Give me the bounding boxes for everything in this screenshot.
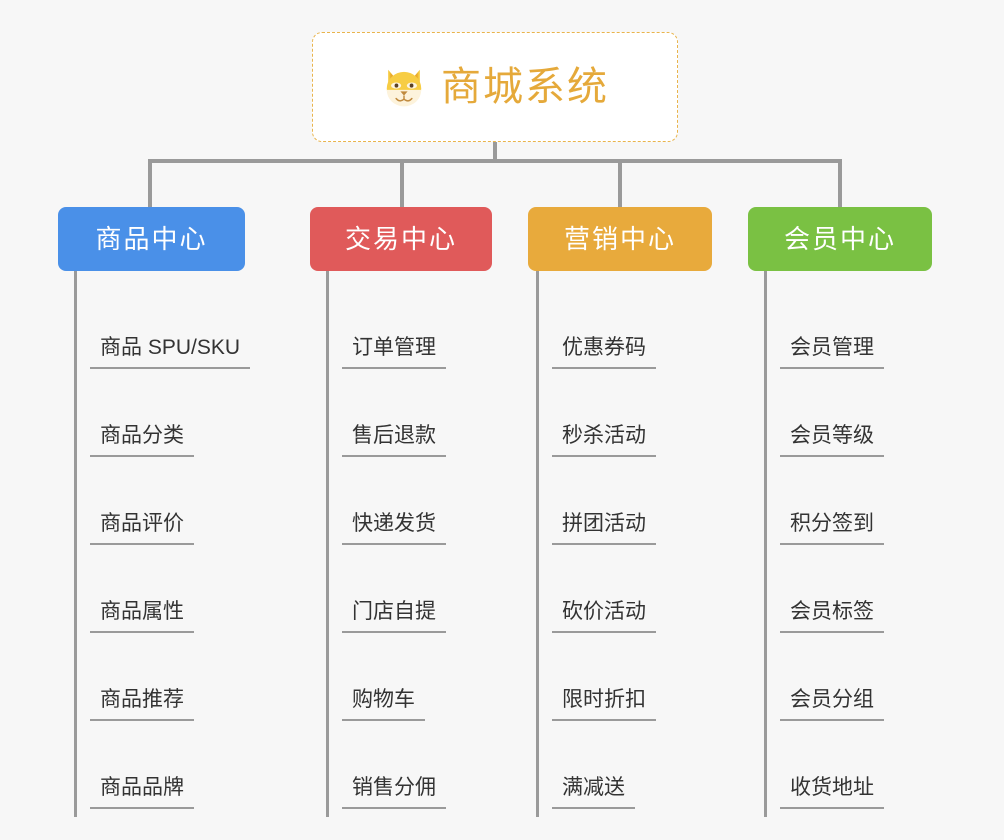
list-item-label: 售后退款 (342, 423, 446, 457)
list-item-label: 积分签到 (780, 511, 884, 545)
list-item-label: 优惠券码 (552, 335, 656, 369)
branch-header-2[interactable]: 交易中心 (310, 207, 492, 271)
list-item[interactable]: 秒杀活动 (528, 377, 748, 465)
list-item-label: 会员管理 (780, 335, 884, 369)
list-item[interactable]: 商品品牌 (58, 729, 318, 817)
branch-items-2: 订单管理 售后退款 快递发货 门店自提 购物车 销售分佣 (310, 271, 535, 817)
list-item-label: 门店自提 (342, 599, 446, 633)
list-item[interactable]: 销售分佣 (310, 729, 535, 817)
branch-header-4[interactable]: 会员中心 (748, 207, 932, 271)
list-item-label: 销售分佣 (342, 775, 446, 809)
root-node[interactable]: 商城系统 (312, 32, 678, 142)
connector-drop-4 (838, 159, 842, 207)
list-item[interactable]: 会员分组 (748, 641, 978, 729)
list-item[interactable]: 快递发货 (310, 465, 535, 553)
connector-root-stem (493, 142, 497, 162)
branch-header-3[interactable]: 营销中心 (528, 207, 712, 271)
list-item-label: 收货地址 (780, 775, 884, 809)
list-item[interactable]: 满减送 (528, 729, 748, 817)
branch-header-label: 营销中心 (563, 224, 676, 254)
branch-items-1: 商品 SPU/SKU 商品分类 商品评价 商品属性 商品推荐 商品品牌 (58, 271, 318, 817)
list-item-label: 商品评价 (90, 511, 194, 545)
connector-spine-3 (536, 271, 539, 817)
list-item[interactable]: 商品评价 (58, 465, 318, 553)
list-item-label: 秒杀活动 (552, 423, 656, 457)
connector-spine-4 (764, 271, 767, 817)
branch-header-label: 交易中心 (344, 224, 457, 254)
branch-header-label: 商品中心 (95, 224, 208, 254)
connector-horizontal-bus (148, 159, 842, 163)
list-item[interactable]: 门店自提 (310, 553, 535, 641)
list-item[interactable]: 优惠券码 (528, 289, 748, 377)
connector-drop-3 (618, 159, 622, 207)
list-item[interactable]: 订单管理 (310, 289, 535, 377)
list-item[interactable]: 拼团活动 (528, 465, 748, 553)
branch-column-2: 交易中心 订单管理 售后退款 快递发货 门店自提 购物车 销售分佣 (310, 207, 535, 817)
list-item[interactable]: 砍价活动 (528, 553, 748, 641)
branch-header-1[interactable]: 商品中心 (58, 207, 245, 271)
list-item-label: 商品品牌 (90, 775, 194, 809)
list-item-label: 快递发货 (342, 511, 446, 545)
list-item[interactable]: 会员管理 (748, 289, 978, 377)
list-item-label: 拼团活动 (552, 511, 656, 545)
list-item[interactable]: 商品分类 (58, 377, 318, 465)
list-item-label: 商品属性 (90, 599, 194, 633)
list-item-label: 商品推荐 (90, 687, 194, 721)
list-item-label: 商品分类 (90, 423, 194, 457)
list-item-label: 订单管理 (342, 335, 446, 369)
list-item[interactable]: 积分签到 (748, 465, 978, 553)
branch-header-label: 会员中心 (783, 224, 896, 254)
connector-spine-1 (74, 271, 77, 817)
list-item-label: 会员等级 (780, 423, 884, 457)
list-item-label: 购物车 (342, 687, 425, 721)
connector-spine-2 (326, 271, 329, 817)
root-title: 商城系统 (441, 65, 609, 109)
list-item-label: 商品 SPU/SKU (90, 335, 251, 369)
list-item[interactable]: 收货地址 (748, 729, 978, 817)
branch-items-3: 优惠券码 秒杀活动 拼团活动 砍价活动 限时折扣 满减送 (528, 271, 748, 817)
branch-column-3: 营销中心 优惠券码 秒杀活动 拼团活动 砍价活动 限时折扣 满减送 (528, 207, 748, 817)
list-item[interactable]: 会员等级 (748, 377, 978, 465)
list-item-label: 会员标签 (780, 599, 884, 633)
list-item-label: 满减送 (552, 775, 635, 809)
list-item-label: 会员分组 (780, 687, 884, 721)
list-item[interactable]: 会员标签 (748, 553, 978, 641)
list-item[interactable]: 商品属性 (58, 553, 318, 641)
list-item-label: 砍价活动 (552, 599, 656, 633)
list-item[interactable]: 售后退款 (310, 377, 535, 465)
connector-drop-2 (400, 159, 404, 207)
list-item[interactable]: 商品推荐 (58, 641, 318, 729)
branch-column-1: 商品中心 商品 SPU/SKU 商品分类 商品评价 商品属性 商品推荐 商品品牌 (58, 207, 318, 817)
list-item[interactable]: 限时折扣 (528, 641, 748, 729)
connector-drop-1 (148, 159, 152, 207)
list-item-label: 限时折扣 (552, 687, 656, 721)
list-item[interactable]: 商品 SPU/SKU (58, 289, 318, 377)
shiba-dog-icon (386, 69, 422, 107)
branch-column-4: 会员中心 会员管理 会员等级 积分签到 会员标签 会员分组 收货地址 (748, 207, 978, 817)
branch-items-4: 会员管理 会员等级 积分签到 会员标签 会员分组 收货地址 (748, 271, 978, 817)
list-item[interactable]: 购物车 (310, 641, 535, 729)
